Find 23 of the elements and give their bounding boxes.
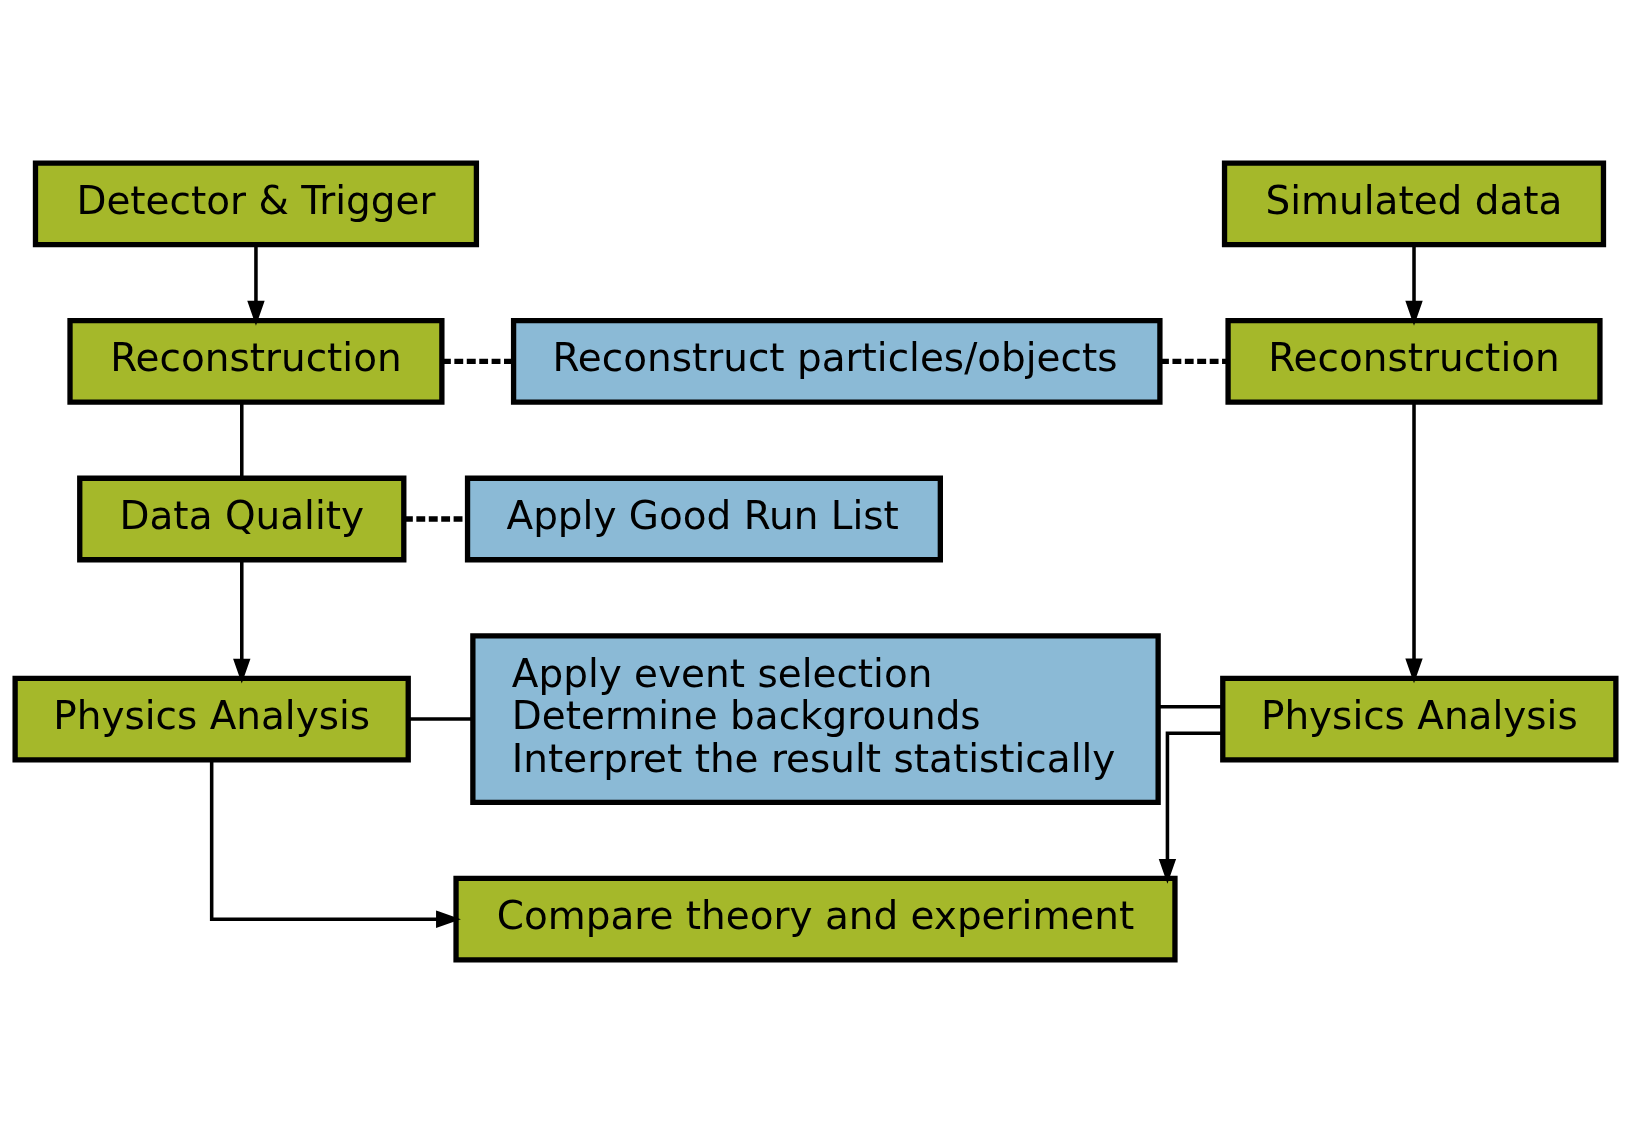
node-box: Simulated data (1221, 160, 1607, 248)
connector (408, 717, 473, 721)
arrow (233, 560, 251, 684)
connector (240, 402, 244, 478)
node-box: Physics Analysis (12, 675, 411, 763)
node-box: Reconstruction (1225, 318, 1603, 405)
node-box: Data Quality (77, 475, 407, 563)
arrow (1158, 731, 1223, 884)
node-box: Apply Good Run List (464, 475, 943, 563)
arrow (1405, 402, 1423, 684)
node-box: Apply event selection Determine backgrounds Interpret the result statistically (470, 633, 1161, 805)
node-box: Physics Analysis (1220, 675, 1619, 763)
node-box: Reconstruct particles/objects (510, 318, 1163, 405)
node-box: Compare theory and experiment (453, 875, 1178, 963)
connector (404, 516, 468, 522)
arrow (1405, 245, 1423, 326)
arrow (247, 245, 265, 326)
node-box: Reconstruction (67, 318, 445, 405)
connector (1160, 358, 1228, 365)
connector (1158, 704, 1223, 709)
node-box: Detector & Trigger (32, 160, 480, 248)
arrow (209, 760, 461, 928)
connector (442, 358, 514, 365)
